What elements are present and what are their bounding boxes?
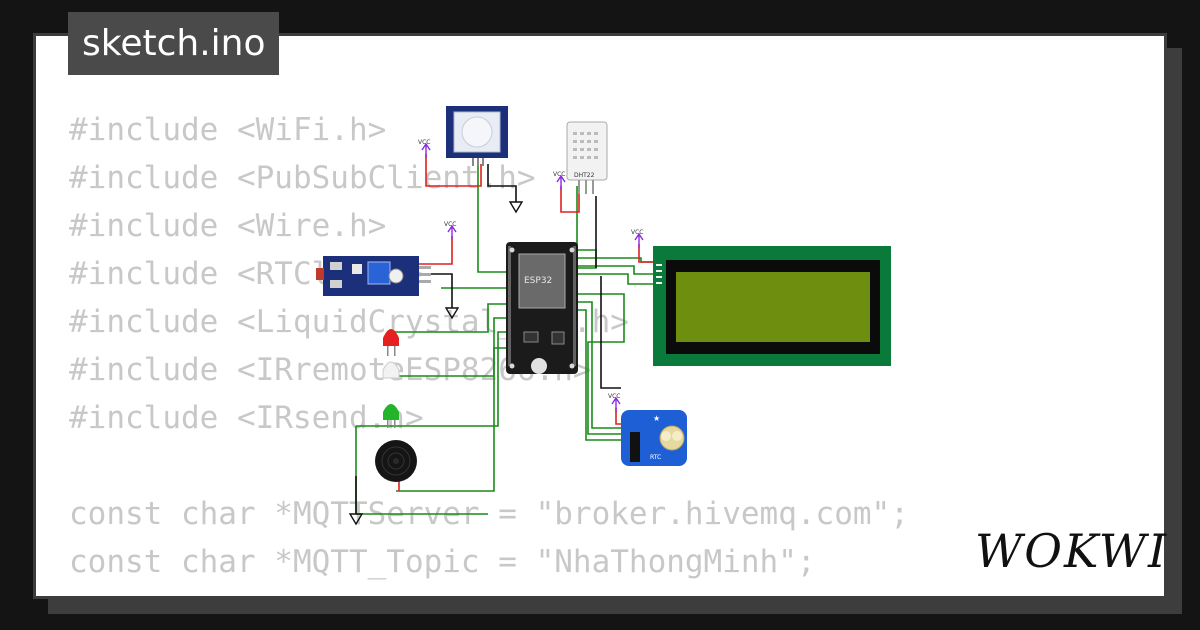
vcc-label-5: VCC — [608, 393, 620, 400]
vcc-label-3: VCC — [553, 171, 565, 178]
dht22-sensor[interactable]: DHT22 — [566, 121, 608, 194]
red-wires — [398, 154, 656, 491]
code-line-3: #include <Wire.h> — [69, 208, 387, 244]
circuit-diagram: VCC VCC VCC VCC VCC DHT22 — [316, 106, 891, 526]
esp32-board[interactable]: ESP32 — [506, 242, 578, 374]
light-sensor-module[interactable] — [316, 256, 431, 296]
code-preview: #include <WiFi.h> #include <PubSubClient.… — [69, 106, 909, 586]
project-card[interactable]: #include <WiFi.h> #include <PubSubClient.… — [33, 33, 1167, 599]
code-line-1: #include <WiFi.h> — [69, 112, 387, 148]
vcc-markers — [421, 142, 644, 412]
vcc-label-2: VCC — [444, 221, 456, 228]
lcd-display[interactable] — [653, 246, 891, 366]
dht22-label: DHT22 — [574, 172, 595, 179]
rtc-module[interactable]: RTC ★ — [621, 410, 687, 466]
vcc-label-4: VCC — [631, 229, 643, 236]
red-led[interactable] — [383, 329, 399, 356]
esp32-label: ESP32 — [524, 276, 552, 286]
white-led[interactable] — [382, 361, 400, 379]
wokwi-logo: WOKWI — [975, 524, 1169, 578]
rtc-label: RTC — [650, 454, 661, 461]
code-line-10: const char *MQTT_Topic = "NhaThongMinh"; — [69, 544, 816, 580]
code-line-2: #include <PubSubClient.h> — [69, 160, 536, 196]
green-led[interactable] — [383, 404, 399, 428]
vcc-label-1: VCC — [418, 139, 430, 146]
ground-symbols — [348, 201, 524, 526]
window-title: sketch.ino — [68, 12, 280, 75]
star-icon: ★ — [653, 414, 660, 423]
buzzer[interactable] — [375, 440, 417, 482]
pir-sensor[interactable] — [446, 106, 508, 166]
